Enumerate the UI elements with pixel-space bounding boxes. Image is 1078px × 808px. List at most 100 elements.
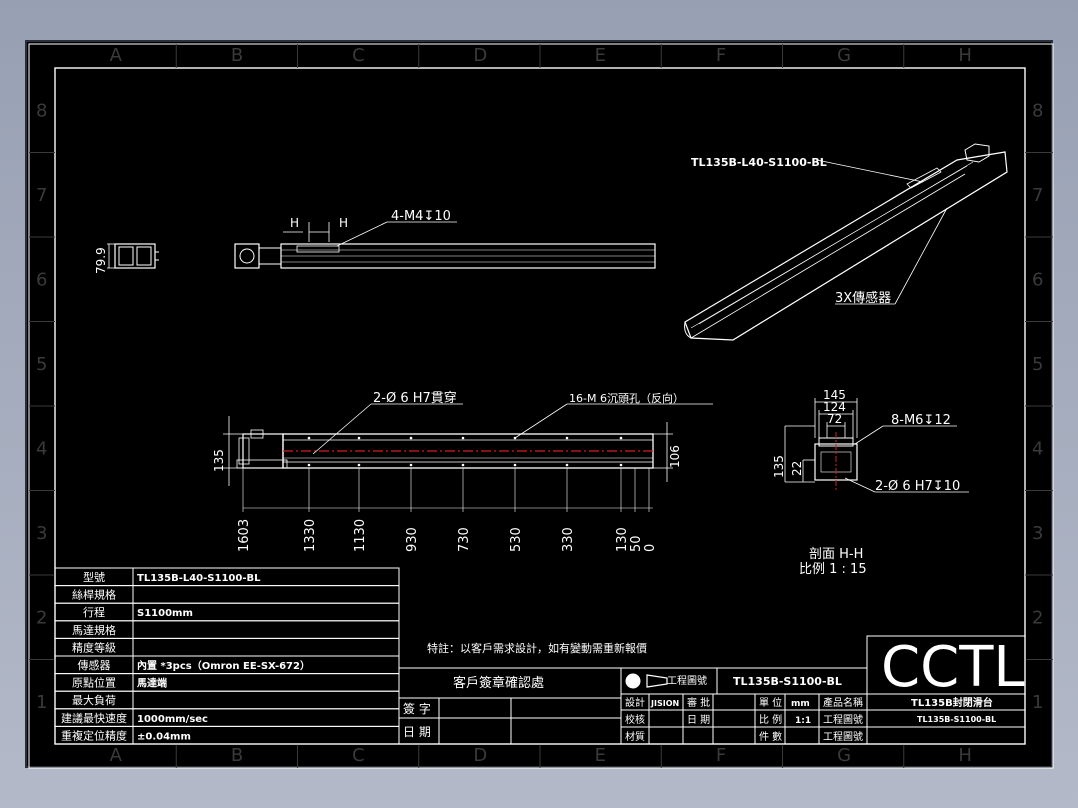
tb-date: 日 期 [687,714,710,726]
front-dim-130: 130 [615,527,630,552]
front-dim-530: 530 [509,527,524,552]
side-dim: 79.9 [94,247,108,274]
tap-hole-top [357,436,361,440]
tap-hole-bottom [409,463,413,467]
tap-hole-bottom [619,463,623,467]
zone-row-8: 8 [1032,100,1043,121]
zone-row-5: 5 [1032,354,1043,375]
front-view [236,429,654,469]
front-dim-930: 930 [405,527,420,552]
tb-product-name: 產品名稱 [823,696,863,709]
tap-hole-top [565,436,569,440]
spec-value: S1100mm [137,608,193,619]
section-h1: 135 [772,455,786,478]
tap-hole-top [409,436,413,440]
tb-scale-val: 1:1 [795,716,811,726]
spec-label: 最大負荷 [72,693,116,707]
section-scale: 比例 1 : 15 [799,562,867,577]
h-left: H [290,216,299,230]
zone-col-G: G [837,45,851,66]
spec-label: 重複定位精度 [61,728,127,742]
spec-value: ±0.04mm [137,731,191,742]
zone-row-1: 1 [36,692,47,713]
zone-row-3: 3 [1032,523,1043,544]
tb-unit-val: mm [791,699,810,709]
spec-label: 絲桿規格 [72,588,116,602]
tb-product: TL135B封閉滑台 [911,696,993,709]
front-dim-730: 730 [457,527,472,552]
section-hole: 2-Ø 6 H7↧10 [875,479,960,494]
tap-hole-bottom [565,463,569,467]
zone-col-E: E [595,45,606,66]
tb-drawing-no: TL135B-S1100-BL [733,675,842,688]
zone-ticks [29,44,1053,768]
zone-col-H: H [958,45,972,66]
zone-col-D: D [473,45,487,66]
tap-hole-bottom [357,463,361,467]
zone-col-F: F [716,745,726,766]
spec-label: 原點位置 [72,676,116,690]
zone-col-C: C [352,745,365,766]
front-dim-1130: 1130 [353,519,368,552]
customer-title: 客戶簽章確認處 [453,675,544,691]
h-right: H [339,216,348,230]
spec-row [54,602,400,622]
note-text: 特註：以客戶需求設計，如有變動需重新報價 [427,641,647,655]
front-height-left: 135 [212,449,226,472]
section-tap: 8-M6↧12 [891,413,951,428]
spec-label: 精度等級 [72,640,116,654]
projection-symbol [625,673,668,689]
front-height-right: 106 [668,445,682,468]
zone-col-C: C [352,45,365,66]
zone-row-7: 7 [1032,185,1043,206]
tap-hole-bottom [513,463,517,467]
zone-row-4: 4 [36,438,47,459]
zone-row-7: 7 [36,185,47,206]
spec-label: 馬達規格 [72,623,116,637]
section-h2: 22 [790,461,804,476]
customer-date: 日 期 [403,725,431,739]
zone-col-B: B [231,745,243,766]
spec-label: 建議最快速度 [61,711,127,725]
spec-label: 行程 [83,606,105,619]
tap-hole-top [461,436,465,440]
end-view-small: 79.9 [94,243,159,274]
zone-row-2: 2 [36,607,47,628]
zone-row-6: 6 [36,269,47,290]
front-dim-1330: 1330 [303,519,318,552]
tap-hole-top [619,436,623,440]
zone-col-F: F [716,45,726,66]
spec-label: 傳感器 [78,659,111,672]
iso-view [684,143,1008,341]
front-tap-label: 16-M 6沉頭孔（反向） [569,391,684,405]
zone-row-3: 3 [36,523,47,544]
customer-sign: 簽 字 [403,701,431,716]
front-dim-330: 330 [561,527,576,552]
zone-row-5: 5 [36,354,47,375]
spec-value: 馬達端 [137,677,167,690]
spec-value: 1000mm/sec [137,714,208,725]
tap-hole-bottom [461,463,465,467]
zone-col-B: B [231,45,243,66]
zone-col-E: E [595,745,606,766]
zone-col-D: D [473,745,487,766]
zone-row-1: 1 [1032,692,1043,713]
front-dim-1603: 1603 [237,519,252,552]
title-block [620,635,1026,745]
zone-row-2: 2 [1032,607,1043,628]
section-view [784,398,969,493]
company-logo: CCTL [881,635,1025,700]
iso-model-label: TL135B-L40-S1100-BL [691,156,827,169]
zone-col-H: H [958,745,972,766]
zone-row-8: 8 [36,100,47,121]
tb-design: 設計 [625,696,645,709]
tb-approve: 審 批 [687,696,710,709]
section-title: 剖面 H-H [809,547,863,562]
tb-unit: 單 位 [759,696,782,709]
top-view-actuator: H H 4-M4↧10 [234,209,656,269]
